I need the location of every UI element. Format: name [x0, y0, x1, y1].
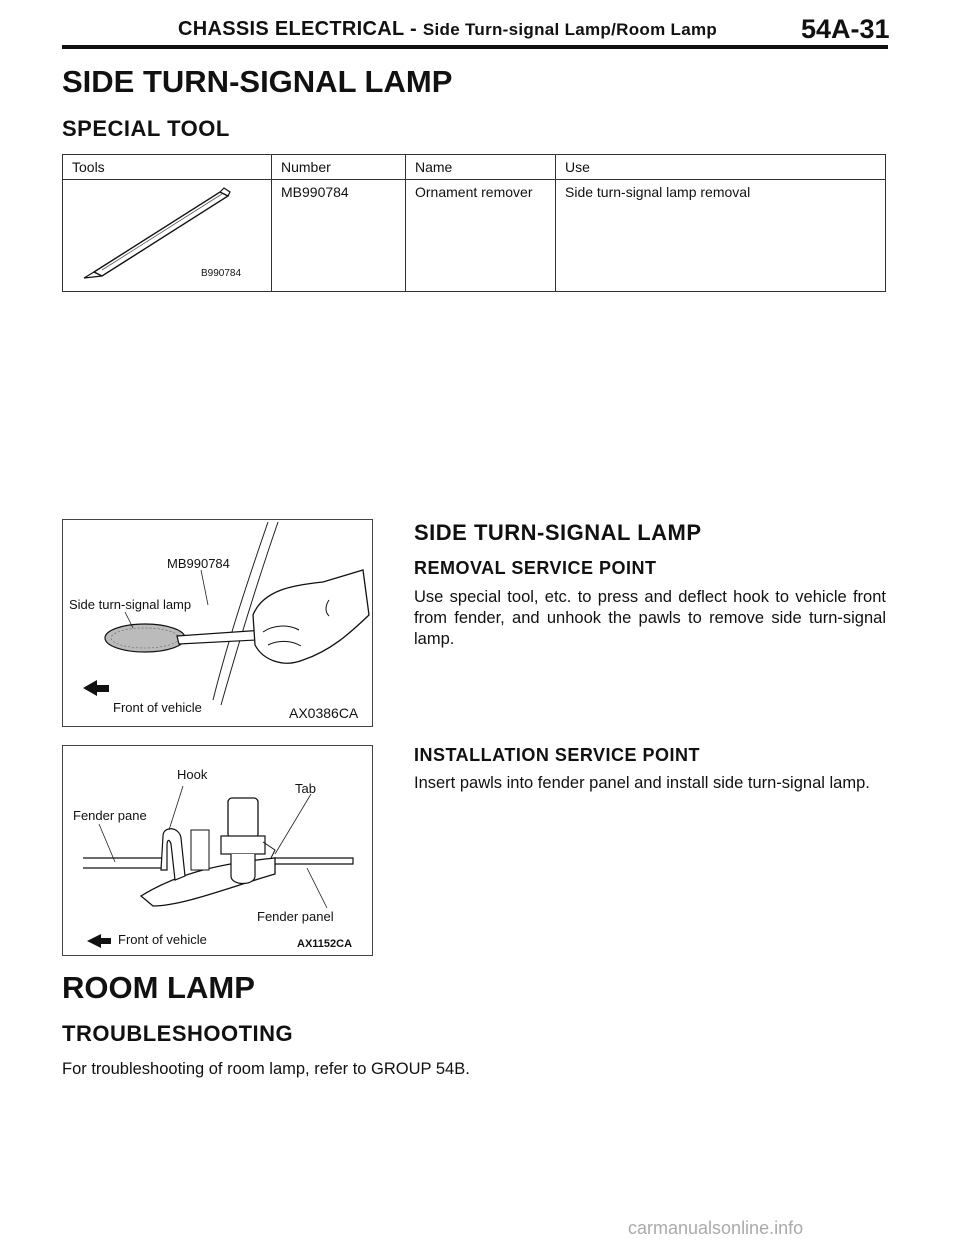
- removal-illustration: [83, 521, 370, 706]
- watermark: carmanualsonline.info: [628, 1218, 804, 1238]
- tool-illustration-cell: B990784: [62, 179, 272, 292]
- removal-heading: REMOVAL SERVICE POINT: [414, 558, 657, 578]
- label-front-of-vehicle: Front of vehicle: [118, 932, 207, 947]
- ornament-remover-icon: [83, 187, 231, 279]
- room-lamp-title: ROOM LAMP: [62, 970, 255, 1005]
- installation-illustration: [83, 785, 354, 948]
- page-header: CHASSIS ELECTRICAL - Side Turn-signal La…: [178, 18, 717, 41]
- installation-heading: INSTALLATION SERVICE POINT: [414, 745, 701, 765]
- removal-section-title: SIDE TURN-SIGNAL LAMP: [414, 520, 702, 545]
- tool-name: Ornament remover: [405, 179, 556, 292]
- tool-number: MB990784: [271, 179, 406, 292]
- page-number: 54A-31: [801, 14, 890, 44]
- label-tab: Tab: [295, 781, 316, 796]
- tool-use: Side turn-signal lamp removal: [555, 179, 886, 292]
- header-section: CHASSIS ELECTRICAL -: [178, 18, 417, 40]
- col-number: Number: [271, 154, 406, 180]
- table-row: B990784 MB990784 Ornament remover Side t…: [62, 179, 886, 292]
- removal-text: Use special tool, etc. to press and defl…: [414, 588, 886, 648]
- troubleshooting-heading: TROUBLESHOOTING: [62, 1021, 294, 1046]
- header-subtitle: Side Turn-signal Lamp/Room Lamp: [422, 20, 718, 39]
- special-tool-table: Tools Number Name Use B990784 MB990784 O…: [62, 154, 886, 292]
- troubleshooting-text: For troubleshooting of room lamp, refer …: [62, 1060, 470, 1078]
- label-fender-pane: Fender pane: [73, 808, 147, 823]
- label-mb990784: MB990784: [167, 556, 230, 571]
- header-rule: [62, 45, 888, 49]
- special-tool-heading: SPECIAL TOOL: [62, 116, 230, 141]
- table-header-row: Tools Number Name Use: [62, 154, 886, 180]
- label-front-of-vehicle: Front of vehicle: [113, 700, 202, 715]
- section-title: SIDE TURN-SIGNAL LAMP: [62, 64, 453, 99]
- figure-code: AX1152CA: [297, 938, 353, 950]
- col-use: Use: [555, 154, 886, 180]
- installation-text: Insert pawls into fender panel and insta…: [414, 774, 870, 792]
- figure-code: AX0386CA: [289, 705, 359, 721]
- label-hook: Hook: [177, 767, 208, 782]
- col-tools: Tools: [62, 154, 272, 180]
- label-side-turn-signal-lamp: Side turn-signal lamp: [69, 597, 192, 612]
- col-name: Name: [405, 154, 556, 180]
- installation-figure: Hook Tab Fender pane Fender panel Front …: [62, 745, 373, 956]
- removal-figure: MB990784 Side turn-signal lamp Front of …: [62, 519, 373, 727]
- tool-code: B990784: [201, 268, 242, 279]
- label-fender-panel: Fender panel: [257, 909, 334, 924]
